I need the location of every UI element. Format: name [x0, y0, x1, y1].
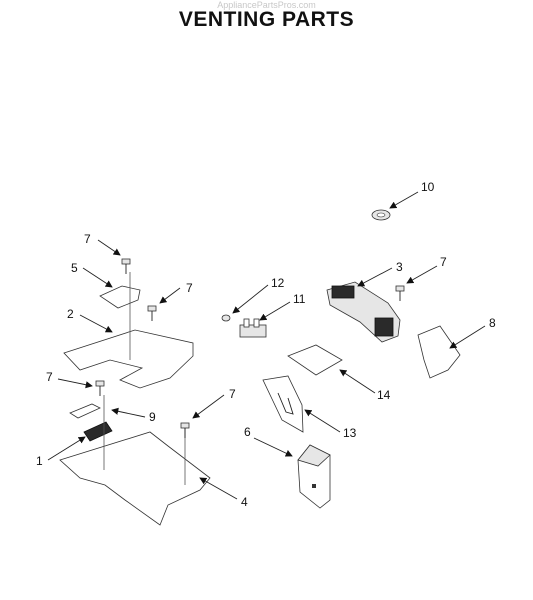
- part-4-base-panel: [59, 395, 211, 526]
- callout-7a: 7: [84, 232, 91, 246]
- callout-2: 2: [67, 307, 74, 321]
- part-12-nut: [221, 314, 231, 322]
- callout-9: 9: [149, 410, 156, 424]
- part-14-plate: [287, 344, 343, 376]
- callout-7d: 7: [229, 387, 236, 401]
- callout-8: 8: [489, 316, 496, 330]
- part-13-gasket: [262, 375, 304, 433]
- part-11-terminal-block: [239, 318, 267, 338]
- part-1-damper: [83, 421, 113, 442]
- callout-11: 11: [293, 292, 306, 306]
- callout-7c: 7: [46, 370, 53, 384]
- watermark: AppliancePartsPros.com: [217, 0, 316, 10]
- callout-13: 13: [343, 426, 357, 440]
- part-6-box-bracket: [297, 444, 331, 509]
- part-3-blower-assembly: [326, 281, 401, 343]
- callout-6: 6: [244, 425, 251, 439]
- callout-5: 5: [71, 261, 78, 275]
- part-8-bracket: [417, 325, 461, 379]
- callout-12: 12: [271, 276, 285, 290]
- page-title: VENTING PARTS: [178, 8, 355, 31]
- part-9-bracket: [69, 403, 101, 419]
- callout-14: 14: [377, 388, 391, 402]
- part-7-screws: [95, 258, 405, 438]
- leader-lines: [47, 191, 486, 500]
- callout-1: 1: [36, 454, 43, 468]
- part-5-plate: [99, 285, 141, 309]
- callout-7b: 7: [186, 281, 193, 295]
- callout-3: 3: [396, 260, 403, 274]
- callout-7e: 7: [440, 255, 447, 269]
- callout-labels: 7 5 2 7 7 9 1 7 4 10 3 7 12 11 8 14 13 6: [36, 180, 496, 509]
- callout-10: 10: [421, 180, 435, 194]
- callout-4: 4: [241, 495, 248, 509]
- part-2-duct-cover: [63, 272, 194, 389]
- part-10-washer: [371, 209, 391, 221]
